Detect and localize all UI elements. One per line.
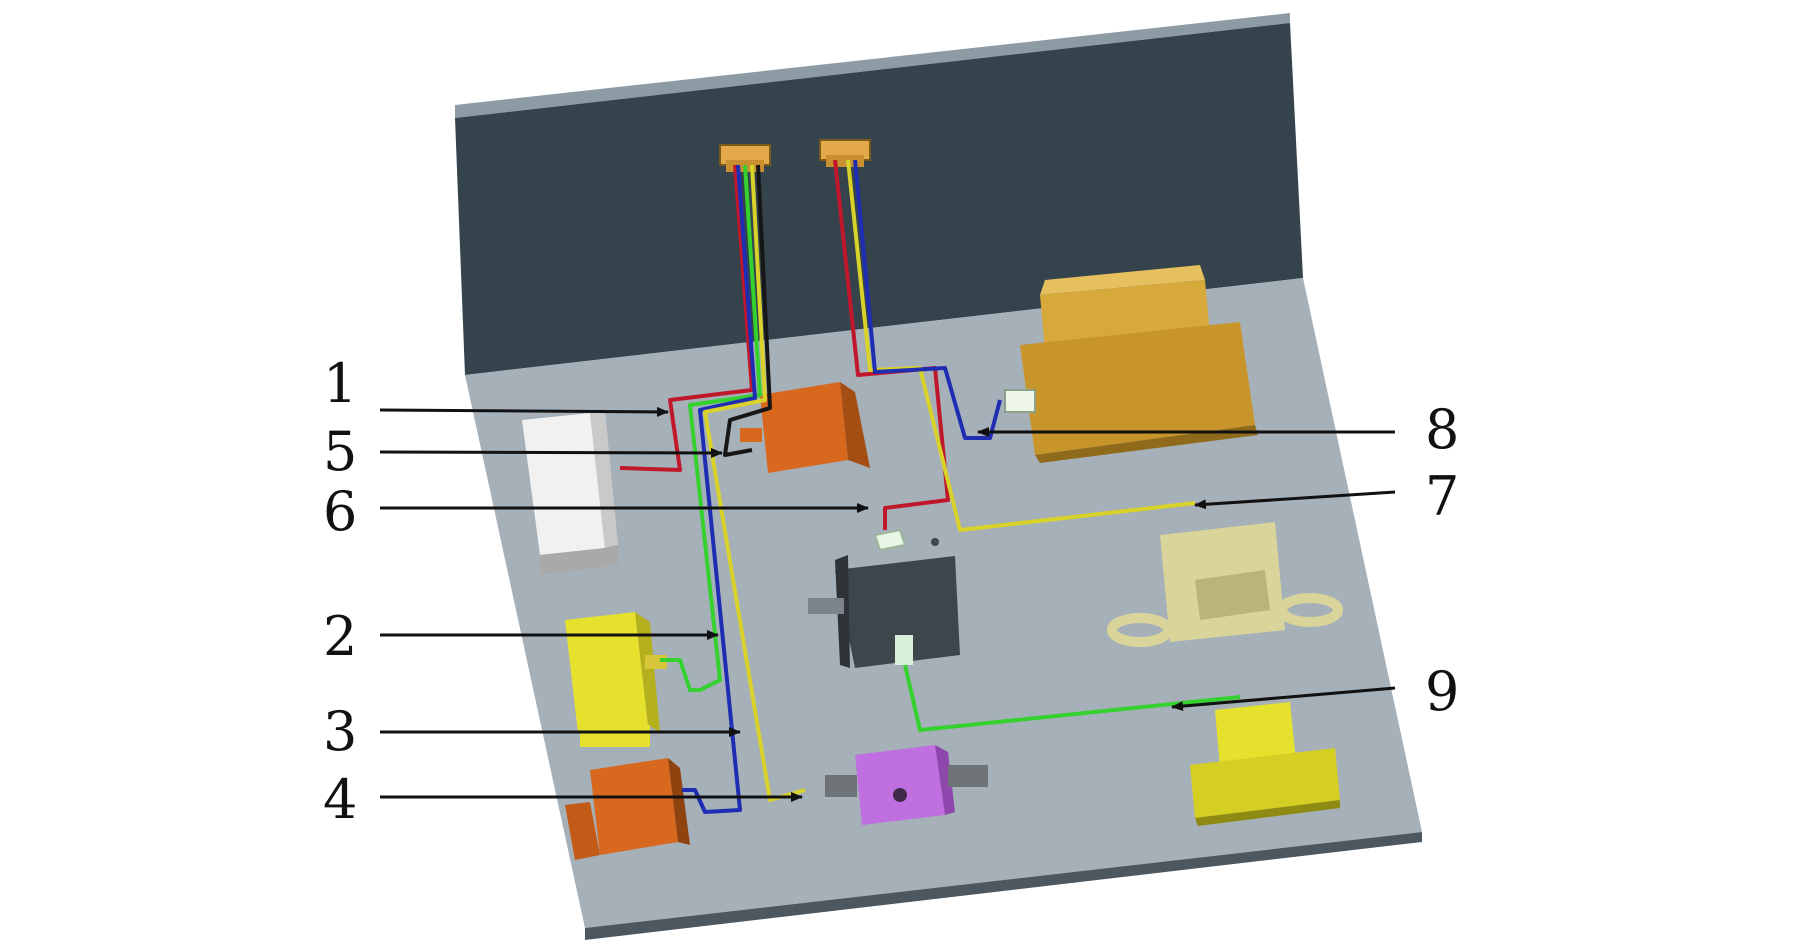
arrow-9: [1171, 686, 1396, 712]
transformer: [1107, 522, 1343, 647]
callout-label-8: 8: [1425, 398, 1459, 461]
callout-label-4: 4: [323, 768, 357, 831]
yellow-module-right: [1190, 702, 1340, 826]
callout-label-5: 5: [323, 420, 357, 483]
callout-label-9: 9: [1425, 660, 1459, 723]
callout-labels: 1 5 6 2 3 4 8 7 9: [323, 352, 1459, 831]
arrow-1: [379, 406, 669, 417]
sensor-block: [808, 555, 960, 668]
callout-arrows: [379, 406, 1396, 802]
orange-relay-bottom: [565, 758, 690, 860]
callout-label-1: 1: [323, 352, 357, 415]
white-block: [522, 410, 618, 575]
callout-label-7: 7: [1425, 465, 1459, 528]
arrow-7: [1194, 490, 1396, 510]
callout-label-2: 2: [323, 605, 357, 668]
purple-valve: [825, 745, 988, 825]
callout-label-6: 6: [323, 480, 357, 543]
yellow-module-left: [565, 612, 667, 747]
wall-connector-right: [819, 139, 871, 167]
gold-enclosure: [1004, 265, 1258, 463]
orange-relay-top: [740, 382, 870, 473]
callout-label-3: 3: [323, 700, 357, 763]
arrow-5: [379, 447, 723, 458]
center-connector: [873, 528, 939, 552]
